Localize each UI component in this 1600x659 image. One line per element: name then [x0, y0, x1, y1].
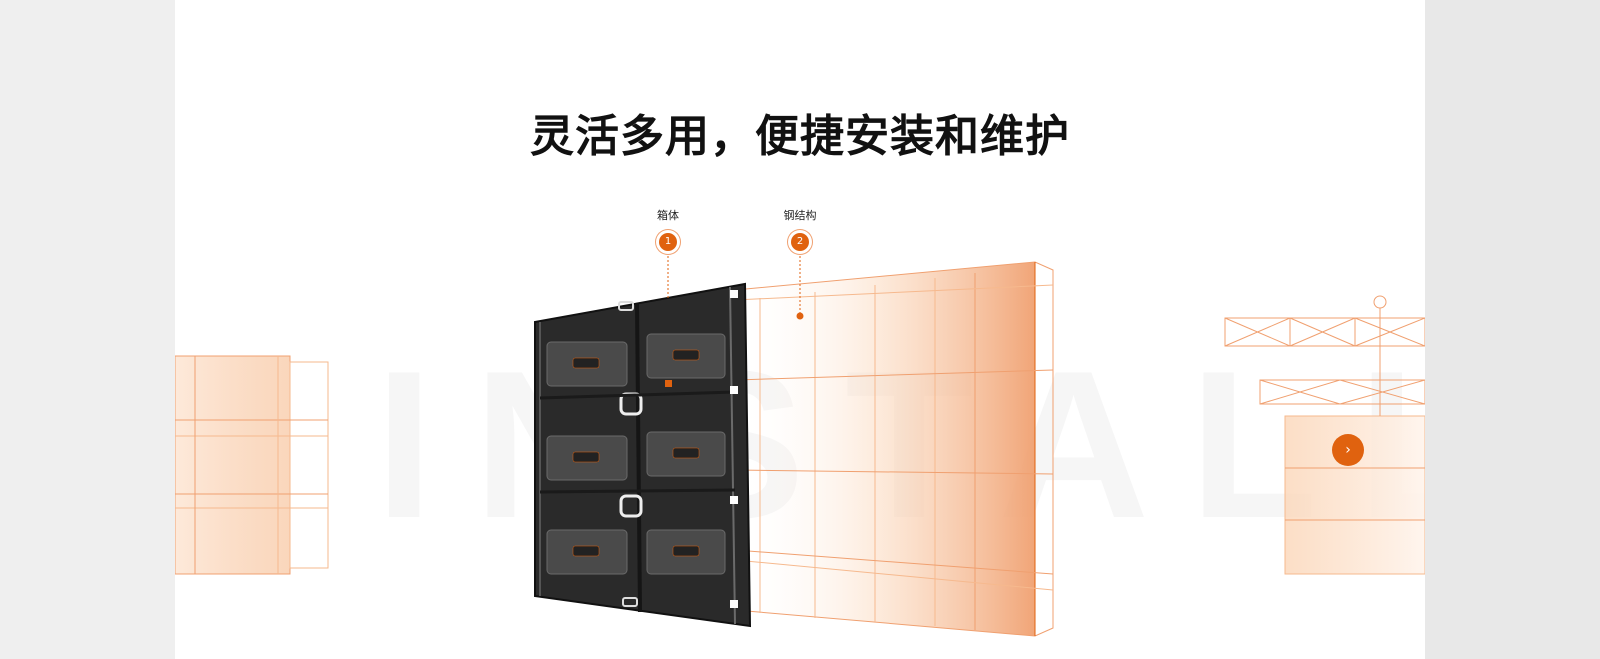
right-gutter	[1425, 0, 1600, 659]
callout-1-badge[interactable]: 1	[659, 233, 677, 251]
left-gutter	[0, 0, 175, 659]
install-section: INSTALL 灵活多用，便捷安装和维护	[175, 0, 1425, 659]
section-title: 灵活多用，便捷安装和维护	[530, 111, 1070, 162]
callout-2-anchor-dot	[796, 312, 804, 320]
steel-structure-frame	[734, 261, 1054, 637]
next-slide-preview	[1224, 295, 1425, 575]
product-illustration	[175, 252, 1425, 637]
callout-2-label: 钢结构	[783, 209, 817, 222]
carousel-next-button[interactable]: ›	[1332, 434, 1364, 466]
callout-2-badge[interactable]: 2	[791, 233, 809, 251]
callout-1-label: 箱体	[657, 209, 679, 222]
previous-slide-preview	[175, 355, 329, 575]
led-cabinet	[534, 282, 752, 628]
chevron-right-icon: ›	[1345, 442, 1351, 458]
